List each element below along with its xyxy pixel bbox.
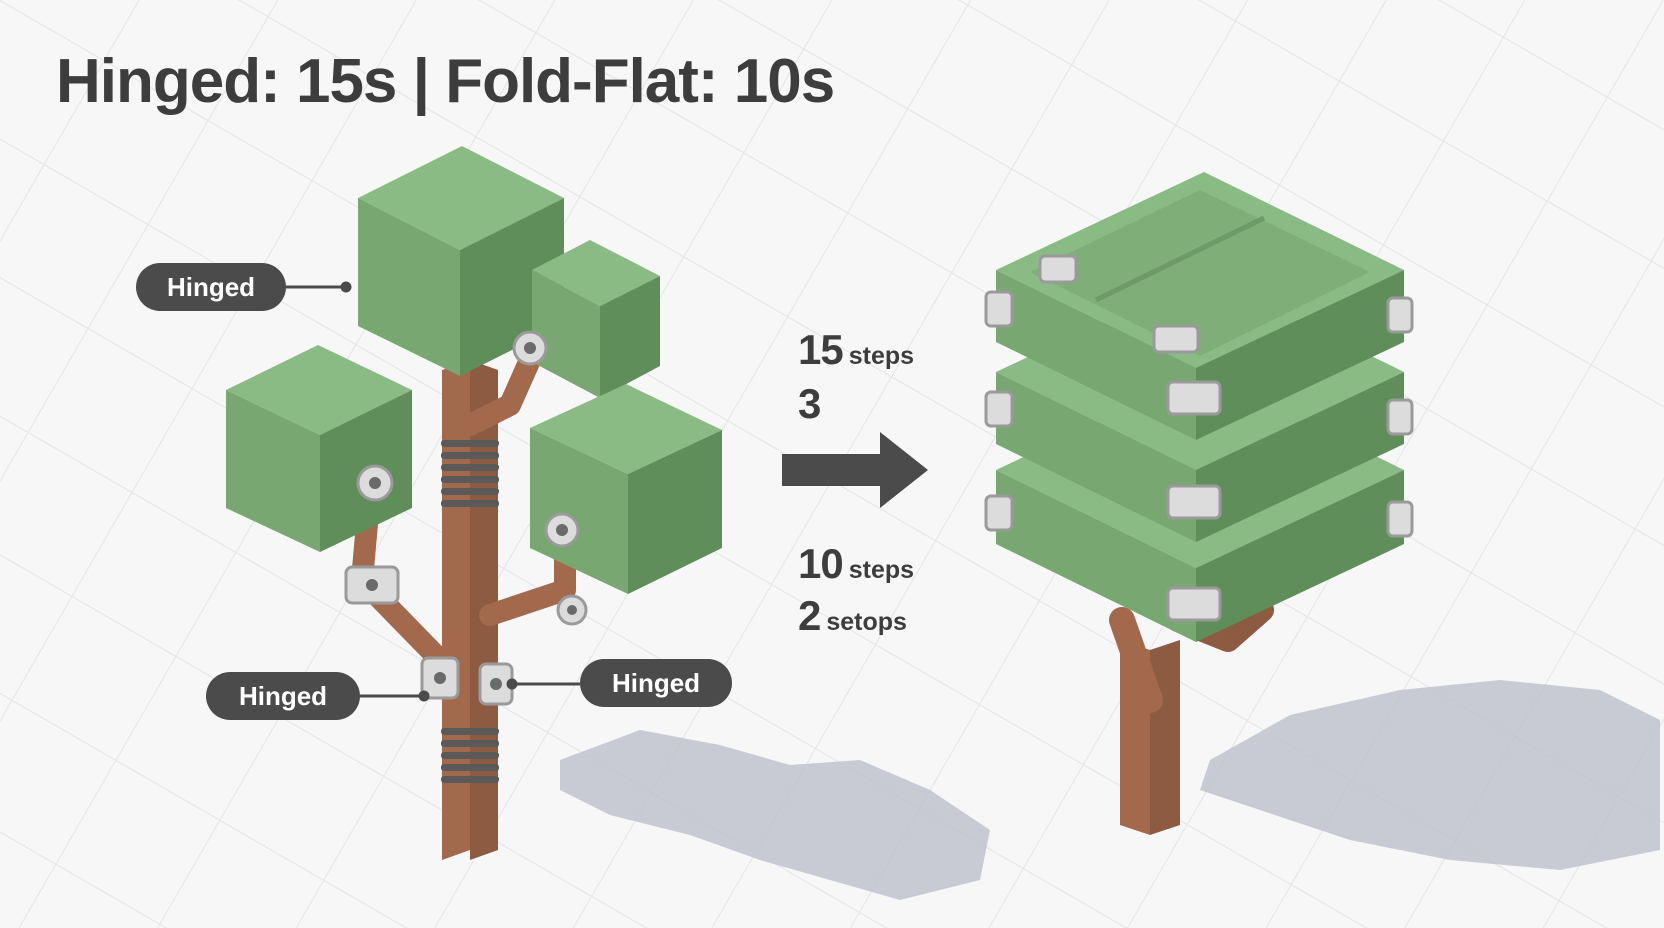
foliage-cube-top-right [532,240,660,398]
hinged-steps-unit: steps [848,342,915,370]
foliage-tray-top [996,172,1404,440]
label-hinged-right-text: Hinged [611,667,701,698]
foldflat-setups-unit: setops [826,608,907,636]
corner-clips [984,254,1414,622]
foliage-cube-right [530,384,722,594]
hinged-setups-number: 3 [798,380,821,427]
transition-arrow [782,432,928,508]
foldflat-steps-unit: steps [848,556,915,584]
ground-shadows [560,680,1660,900]
callout-lines [286,281,580,702]
label-hinged-left: Hinged [206,672,360,720]
spring-lower [441,728,499,783]
hinged-setups-text: 3 [798,380,821,428]
label-hinged-top-text: Hinged [166,271,256,302]
hinged-steps-number: 15 [798,326,844,373]
page-title: Hinged: 15s | Fold-Flat: 10s [56,47,835,116]
hinged-tree [226,146,722,860]
label-hinged-left-text: Hinged [238,680,328,711]
spring-upper [441,440,499,507]
foldflat-setups-number: 2 [798,592,821,639]
foldflat-steps-number: 10 [798,540,844,587]
hinge-joints [344,330,588,706]
label-hinged-right: Hinged [580,659,732,707]
label-hinged-top: Hinged [136,263,286,311]
fold-flat-tree [984,172,1414,835]
